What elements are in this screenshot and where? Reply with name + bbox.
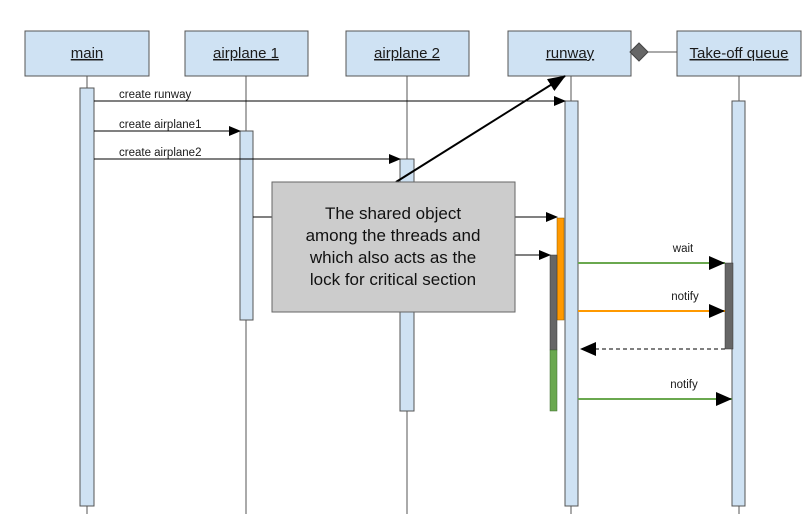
message-label-create-airplane2: create airplane2 (119, 147, 201, 159)
message-label-notify-2: notify (670, 379, 698, 391)
activation-airplane1 (239, 130, 254, 321)
state-bars (549, 217, 734, 412)
green-run-bar (549, 349, 558, 412)
arrow-head (580, 342, 596, 356)
lifeline-header-airplane1[interactable]: airplane 1 (184, 30, 309, 77)
note-line-1: The shared object (325, 204, 461, 223)
lifeline-label-queue: Take-off queue (690, 45, 789, 62)
lifeline-header-main[interactable]: main (24, 30, 150, 77)
lifeline-label-airplane2: airplane 2 (374, 45, 440, 62)
activation-main (79, 87, 95, 507)
activation-bars (79, 87, 746, 507)
lifeline-header-airplane2[interactable]: airplane 2 (345, 30, 470, 77)
note-pointer-runway (395, 75, 566, 183)
message-wait: wait (578, 243, 725, 270)
arrow-head (716, 392, 732, 406)
message-notify-1: notify (578, 291, 725, 318)
message-label-wait: wait (672, 243, 694, 255)
message-create-airplane2: create airplane2 (94, 147, 401, 164)
message-label-create-runway: create runway (119, 89, 191, 101)
note-line-2: among the threads and (306, 226, 481, 245)
arrow-head (709, 256, 725, 270)
message-create-airplane1: create airplane1 (94, 119, 241, 136)
note-line-3: which also acts as the (309, 248, 476, 267)
note-connectors (253, 75, 566, 260)
note-box (271, 181, 516, 313)
message-create-runway: create runway (94, 89, 566, 106)
message-notify-2: notify (578, 379, 732, 406)
shared-object-note: The shared object among the threads and … (271, 181, 516, 313)
activation-queue (731, 100, 746, 507)
composition-connector (629, 42, 677, 62)
lifeline-header-runway[interactable]: runway (507, 30, 632, 77)
arrow-head (709, 304, 725, 318)
message-label-notify-1: notify (671, 291, 699, 303)
diamond-icon (629, 42, 649, 62)
gray-wait-bar (549, 254, 558, 351)
orange-lock-bar (556, 217, 565, 321)
lifeline-label-main: main (71, 45, 104, 62)
lifeline-label-airplane1: airplane 1 (213, 45, 279, 62)
message-label-create-airplane1: create airplane1 (119, 119, 201, 131)
queue-wait-bar (724, 262, 734, 350)
activation-runway (564, 100, 579, 507)
note-line-4: lock for critical section (310, 270, 476, 289)
message-return (580, 342, 725, 356)
lifeline-label-runway: runway (546, 45, 595, 62)
lifeline-header-queue[interactable]: Take-off queue (676, 30, 802, 77)
